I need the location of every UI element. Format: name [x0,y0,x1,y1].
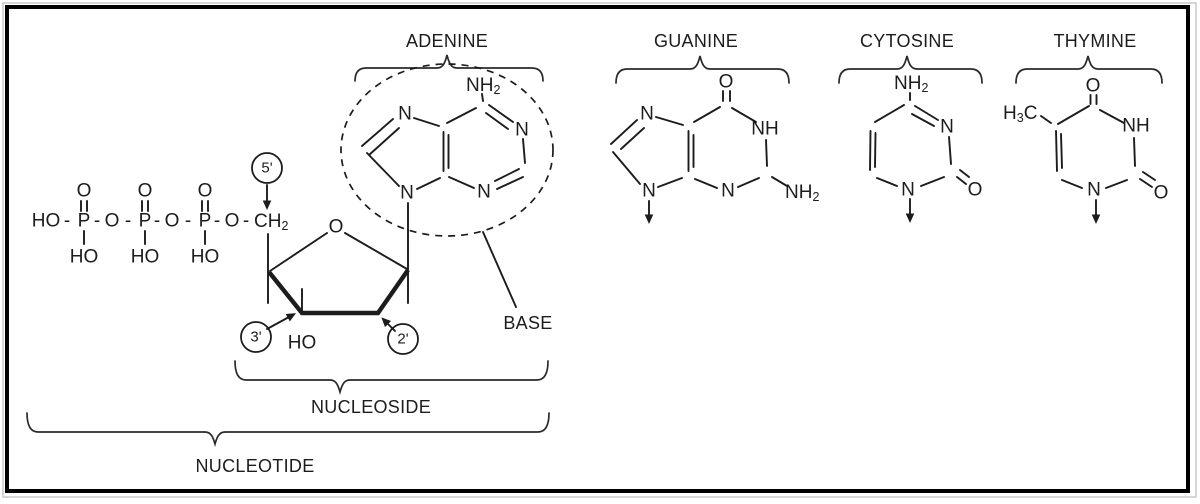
three-prime-circle [240,321,272,353]
cytosine-n1-label: N [901,180,915,201]
adenine-n3-label: N [477,182,491,203]
adenine-brace [354,54,544,82]
base-dashed-circle [340,63,554,237]
adenine-n7-label: N [398,104,412,125]
hydroxyl-3-label: HO [191,247,220,268]
phosphorus-1-label: P [78,211,91,232]
adenine-label: ADENINE [406,31,488,51]
grouping-braces [26,360,550,448]
thymine-structure: O H3C NH N O [1003,76,1169,224]
nucleoside-label: NUCLEOSIDE [311,397,431,417]
cytosine-nh2-label: NH2 [894,73,928,96]
adenine-n9-label: N [400,183,414,204]
cytosine-bonds [869,92,970,187]
sugar-ring: O HO [267,202,410,354]
guanine-nh-label: NH [751,119,778,140]
thymine-carbonyl-oxygen-label: O [1154,183,1169,204]
five-prime-label: 5' [261,160,272,177]
cytosine-label: CYTOSINE [860,31,954,51]
cytosine-n3-label: N [940,117,954,138]
phosphoryl-oxygen-2-label: O [138,181,153,202]
phosphorus-3-label: P [199,211,212,232]
nucleoside-brace [234,360,549,396]
bridge-oxygen-2-label: O [165,211,180,232]
phosphoryl-oxygen-3-label: O [198,181,213,202]
hydroxyl-1-label: HO [70,247,99,268]
chain-dash: - [185,211,191,232]
thymine-methyl-label: H3C [1003,103,1037,126]
figure-border [5,5,1190,493]
phosphorus-2-label: P [139,211,152,232]
chain-dash: - [64,211,70,232]
adenine-structure: NH2 N N N N [361,75,529,204]
base-pointer-line [482,231,517,308]
guanine-bonds [610,90,788,189]
three-prime-label: 3' [250,329,261,346]
nucleotide-brace [26,412,550,448]
cytosine-brace [838,55,983,84]
guanine-n9-label: N [642,181,656,202]
thymine-bonds [1040,94,1156,189]
guanine-n3-label: N [721,181,735,202]
base-label: BASE [503,313,552,333]
three-prime-arrow [266,313,297,330]
guanine-nh2-label: NH2 [785,182,819,205]
thymine-label: THYMINE [1053,31,1136,51]
thymine-nh-label: NH [1122,116,1149,137]
five-prime-circle [251,152,283,184]
cytosine-carbonyl-oxygen-label: O [968,180,983,201]
chain-dash: - [243,211,249,232]
guanine-n7-label: N [640,104,654,125]
guanine-structure: O N N NH N NH2 [610,72,819,224]
triphosphate-group: HO - P - O - P - O - P - O - CH2 O O O H… [32,181,289,268]
phosphoryl-oxygen-1-label: O [77,181,92,202]
bridge-oxygen-1-label: O [105,211,120,232]
ring-oxygen-label: O [329,217,344,238]
guanine-carbonyl-oxygen-label: O [719,72,734,93]
cytosine-structure: NH2 N N O [869,73,983,223]
chain-dash: - [154,211,160,232]
ch2-label: CH2 [254,211,288,234]
chain-dash: - [125,211,131,232]
phosphate-bonds [80,200,209,245]
sugar-hydroxyl-label: HO [288,333,317,354]
section-braces [354,54,1163,84]
thymine-n1-label: N [1087,180,1101,201]
chain-ho-label: HO [32,211,61,232]
guanine-brace [615,55,790,84]
two-prime-label: 2' [397,331,408,348]
carbon-position-markers: 5' 3' 2' [240,152,419,355]
sugar-thin-bonds [267,202,409,313]
bridge-oxygen-3-label: O [225,211,240,232]
hydroxyl-2-label: HO [131,247,160,268]
adenine-bonds [361,93,526,190]
chain-dash: - [214,211,220,232]
sugar-bold-bonds [267,268,410,316]
guanine-label: GUANINE [654,31,738,51]
thymine-top-oxygen-label: O [1086,76,1101,97]
two-prime-circle [387,323,419,355]
two-prime-arrow [381,317,396,332]
thymine-brace [1015,55,1163,84]
adenine-nh2-label: NH2 [466,75,500,98]
chain-dash: - [94,211,100,232]
nucleotide-label: NUCLEOTIDE [195,456,314,476]
adenine-n1-label: N [515,120,529,141]
